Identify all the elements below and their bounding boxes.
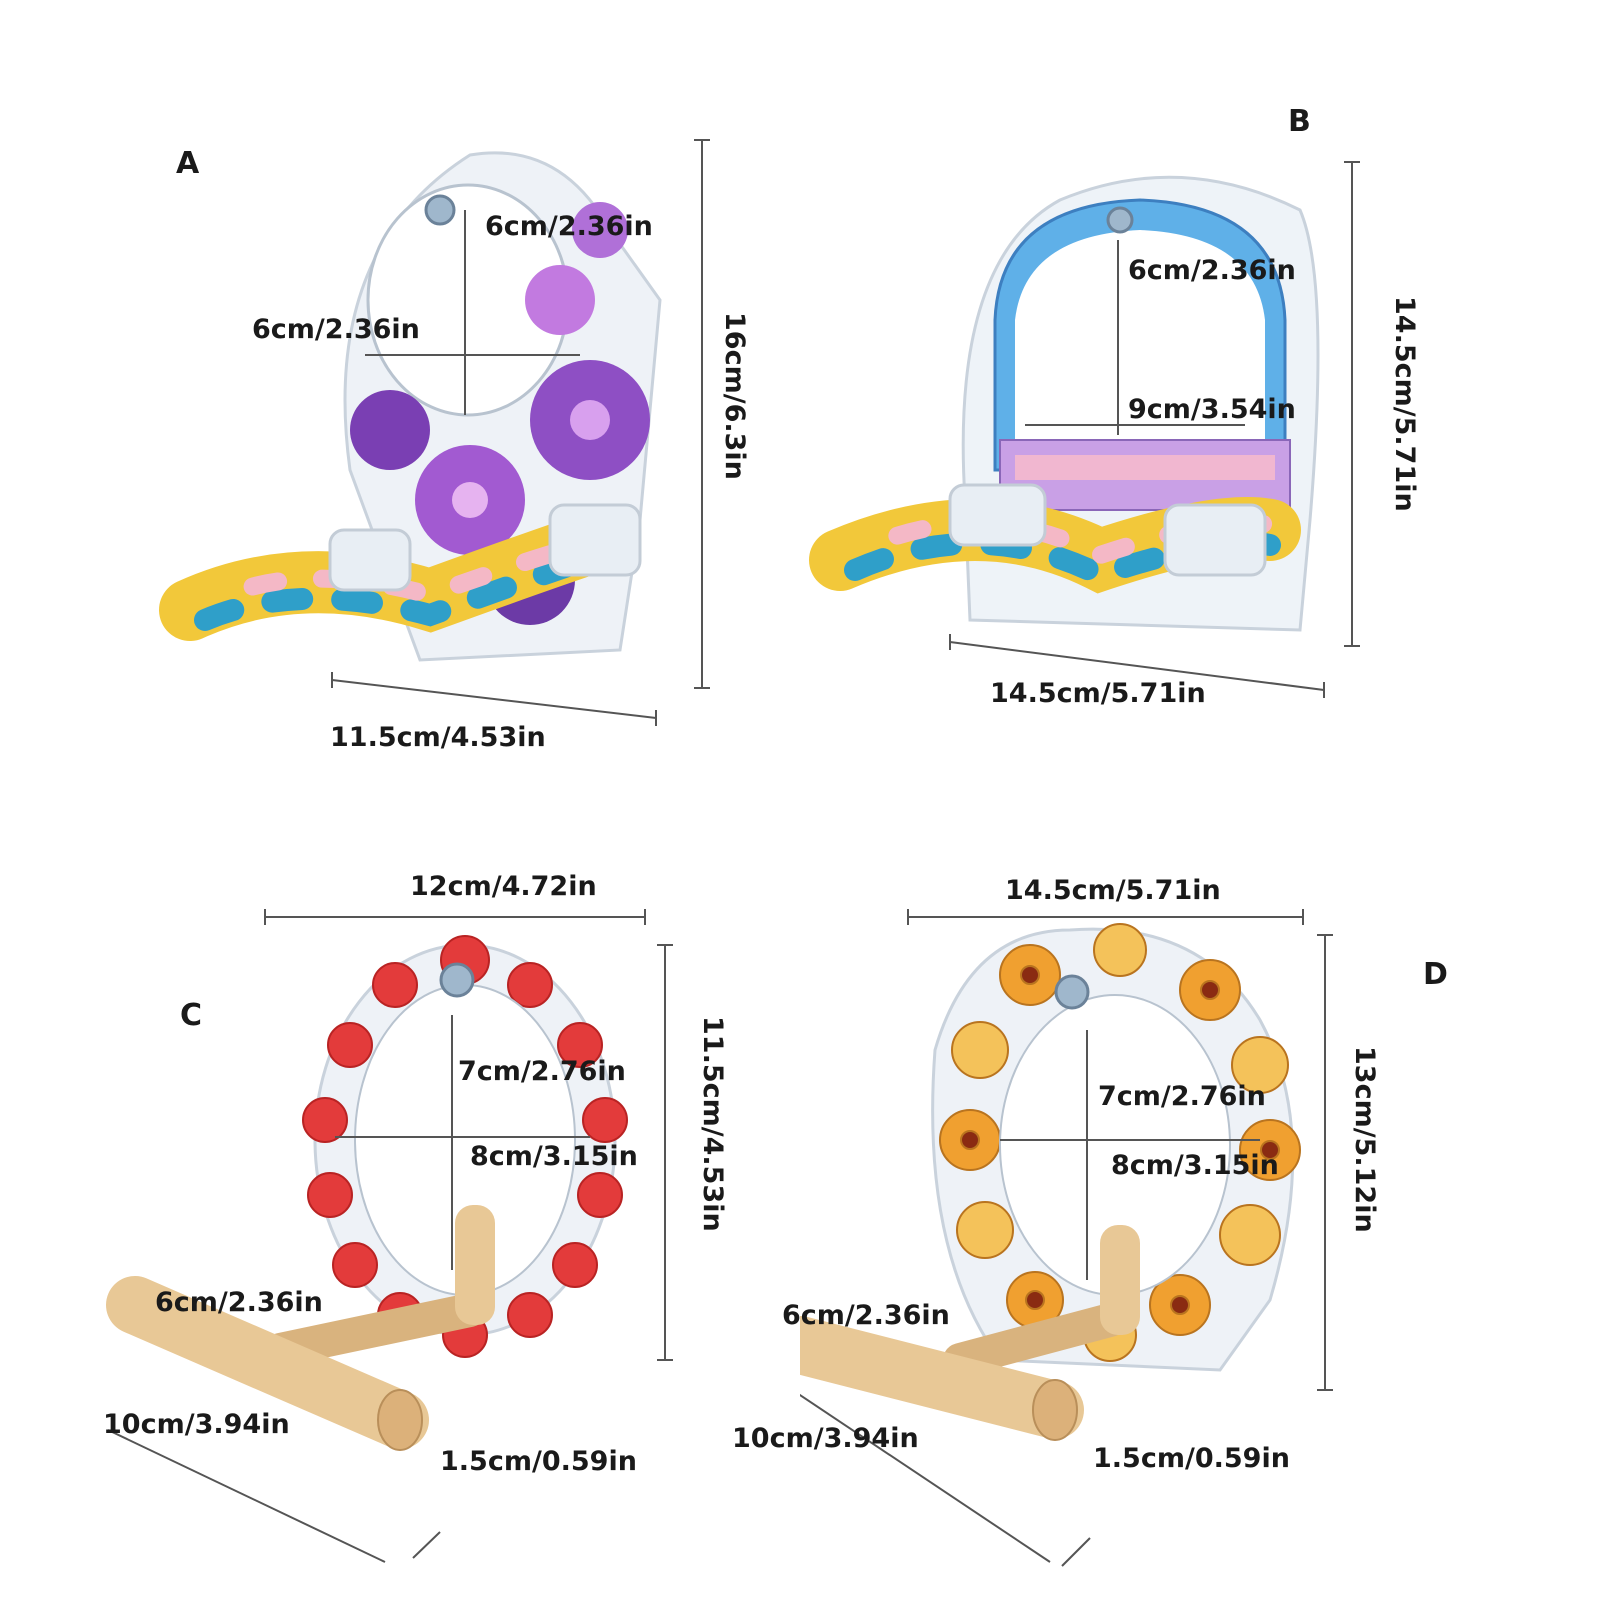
perch-c-illustration	[106, 909, 673, 1563]
width-label-b: 14.5cm/5.71in	[990, 678, 1206, 709]
inner-width-label-d: 8cm/3.15in	[1111, 1150, 1279, 1181]
height-label-d: 13cm/5.12in	[1349, 1046, 1380, 1233]
variant-letter-d: D	[1423, 957, 1448, 992]
dimension-lines	[949, 161, 1360, 698]
product-d: 14.5cm/5.71in D 13cm/5.12in 7cm/2.76in 8…	[732, 800, 1600, 1600]
inner-height-label-c: 7cm/2.76in	[458, 1056, 626, 1087]
height-label-c: 11.5cm/4.53in	[697, 1016, 728, 1232]
rope-perch	[159, 503, 642, 641]
height-label-a: 16cm/6.3in	[719, 312, 750, 480]
inner-width-label-b: 9cm/3.54in	[1128, 394, 1296, 425]
perch-b-illustration	[809, 161, 1360, 698]
suction-screw	[1106, 206, 1134, 234]
variant-letter-b: B	[1288, 104, 1311, 139]
inner-height-label-d: 7cm/2.76in	[1098, 1081, 1266, 1112]
width-label-d: 14.5cm/5.71in	[1005, 875, 1221, 906]
wooden-perch	[106, 1205, 495, 1451]
perch-arm-label-d: 6cm/2.36in	[782, 1300, 950, 1331]
perch-arm-label-c: 6cm/2.36in	[155, 1287, 323, 1318]
purple-flowers	[350, 202, 650, 625]
height-label-b: 14.5cm/5.71in	[1389, 296, 1420, 512]
dimension-lines	[331, 139, 710, 726]
rope-perch	[809, 483, 1301, 594]
product-c: 12cm/4.72in C 11.5cm/4.53in 7cm/2.76in 8…	[0, 800, 800, 1600]
perch-length-label-c: 10cm/3.94in	[103, 1409, 290, 1440]
product-a: A 6cm/2.36in 6cm/2.36in 16cm/6.3in 11.5c…	[0, 0, 800, 800]
inner-height-label-b: 6cm/2.36in	[1128, 255, 1296, 286]
perch-diameter-label-c: 1.5cm/0.59in	[440, 1446, 637, 1477]
dimension-lines	[107, 909, 673, 1563]
variant-letter-c: C	[180, 998, 203, 1033]
perch-a-illustration	[159, 139, 710, 726]
perch-length-label-d: 10cm/3.94in	[732, 1423, 919, 1454]
inner-width-label-c: 8cm/3.15in	[470, 1141, 638, 1172]
inner-width-label-a: 6cm/2.36in	[252, 314, 420, 345]
suction-screw	[1054, 974, 1090, 1010]
suction-screw	[424, 194, 456, 226]
width-label-c: 12cm/4.72in	[410, 871, 597, 902]
dimension-lines	[800, 909, 1333, 1567]
inner-height-label-a: 6cm/2.36in	[485, 211, 653, 242]
width-label-a: 11.5cm/4.53in	[330, 722, 546, 753]
perch-d-illustration	[800, 909, 1333, 1567]
product-b: B 6cm/2.36in 9cm/3.54in 14.5cm/5.71in 14…	[800, 0, 1600, 800]
arch-opening	[1015, 230, 1265, 460]
variant-letter-a: A	[176, 146, 200, 181]
perch-diameter-label-d: 1.5cm/0.59in	[1093, 1443, 1290, 1474]
wooden-perch	[800, 1225, 1140, 1441]
suction-screw	[439, 962, 475, 998]
